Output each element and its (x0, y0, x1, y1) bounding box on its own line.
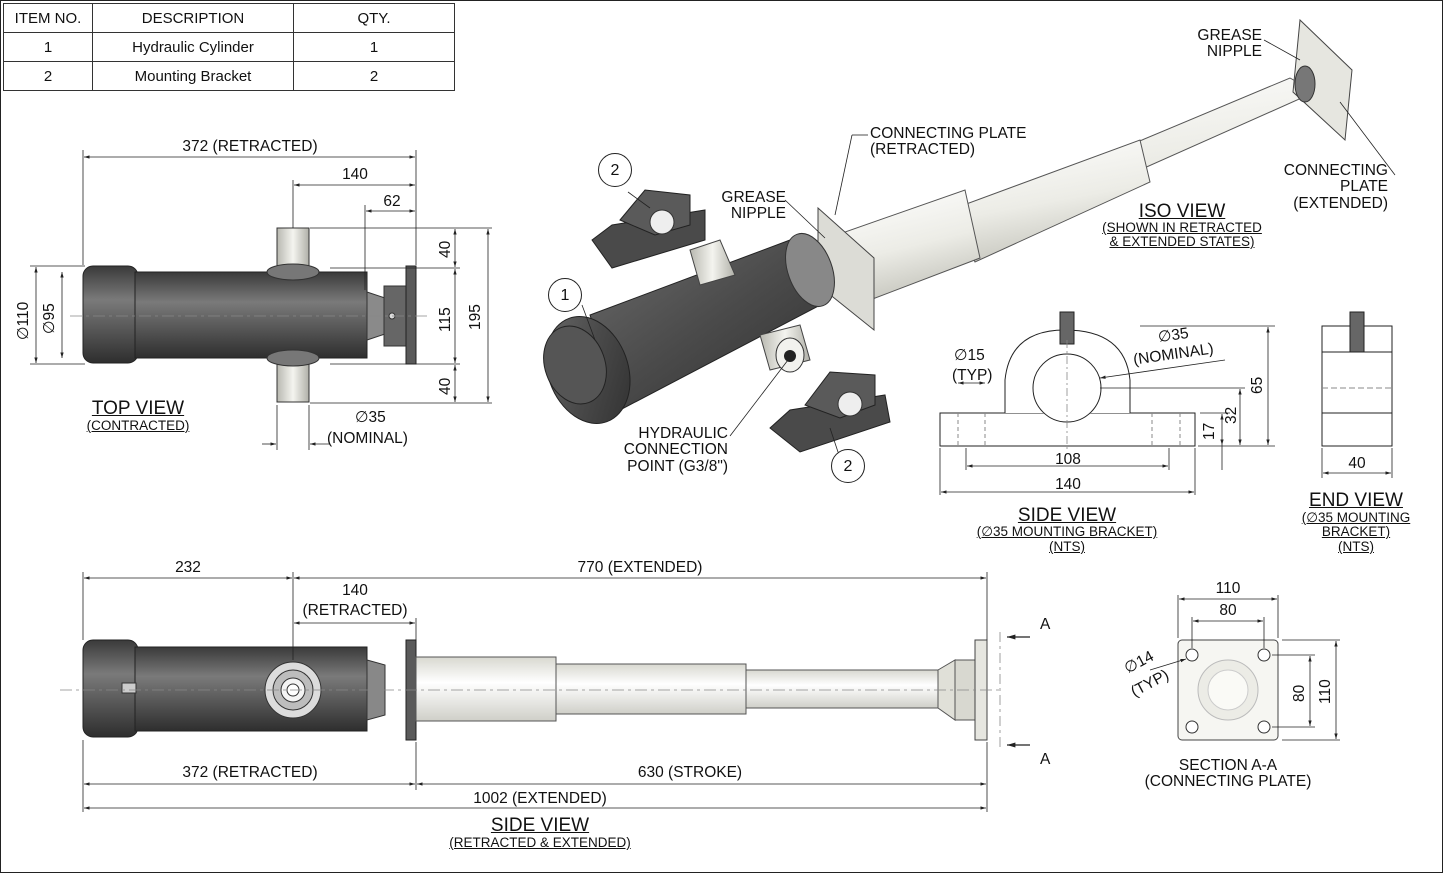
top-dim-lower: 40 (437, 377, 454, 395)
bracket-end-drawing (1321, 311, 1393, 478)
bracket-dim-center-height: 32 (1223, 406, 1240, 424)
bom-description: Hydraulic Cylinder (92, 32, 294, 62)
section-dim-height-inner: 80 (1291, 684, 1308, 702)
top-dim-dia-inner: ∅95 (41, 303, 58, 334)
iso-plate-retracted-line2: (RETRACTED) (870, 141, 976, 158)
top-dim-middle: 115 (437, 307, 454, 332)
iso-hydraulic-line3: POINT (G3/8") (627, 458, 728, 475)
top-dim-pin-dia: ∅35 (355, 409, 386, 426)
iso-plate-extended-line2: PLATE (1340, 178, 1388, 195)
top-dim-upper: 40 (437, 240, 454, 258)
side-dim-retracted: 372 (RETRACTED) (182, 764, 318, 781)
top-dim-overall: 372 (RETRACTED) (182, 138, 318, 155)
iso-grease-mid-line2: NIPPLE (730, 205, 786, 222)
section-title-line1: SECTION A-A (1178, 757, 1278, 774)
bom-description: Mounting Bracket (92, 61, 294, 91)
balloon-item-2: 2 (598, 153, 632, 187)
section-title-line2: (CONNECTING PLATE) (1144, 773, 1312, 790)
side-dim-pin-to-plate-note: (RETRACTED) (302, 602, 408, 619)
bracket-hole-dia: ∅15 (954, 347, 985, 364)
end-view-subtitle-line3: (NTS) (1338, 539, 1374, 554)
top-dim-neck: 62 (383, 193, 401, 210)
iso-view-drawing (543, 18, 1396, 453)
top-dim-pin-note: (NOMINAL) (327, 430, 408, 447)
bracket-dim-base-height: 17 (1201, 422, 1218, 440)
bom-item-no: 1 (3, 32, 93, 62)
bom-header-qty: QTY. (293, 3, 455, 33)
side-dim-stroke: 630 (STROKE) (637, 764, 743, 781)
top-dim-total: 195 (467, 304, 484, 330)
top-view-subtitle: (CONTRACTED) (86, 418, 190, 433)
section-mark-bottom: A (1040, 751, 1051, 768)
top-dim-dia-outer: ∅110 (15, 301, 32, 340)
iso-grease-top-line1: GREASE (1197, 27, 1262, 44)
iso-view-title: ISO VIEW (1138, 201, 1226, 222)
bom-row: 2 Mounting Bracket 2 (3, 61, 455, 91)
top-view-drawing (30, 150, 492, 450)
side-view-title: SIDE VIEW (490, 815, 590, 836)
balloon-item-2: 2 (831, 449, 865, 483)
bom-header-row: ITEM NO. DESCRIPTION QTY. (3, 3, 455, 33)
side-dim-pin-to-plate: 140 (342, 582, 368, 599)
iso-hydraulic-line2: CONNECTION (623, 441, 728, 458)
end-view-subtitle-line1: (∅35 MOUNTING (1301, 510, 1411, 525)
bracket-hole-typ: (TYP) (952, 367, 993, 384)
section-aa-drawing (1149, 595, 1340, 741)
side-dim-extended-total: 1002 (EXTENDED) (473, 790, 607, 807)
bom-qty: 1 (293, 32, 455, 62)
iso-grease-mid-line1: GREASE (721, 189, 786, 206)
bracket-dim-inner: 108 (1055, 451, 1081, 468)
top-dim-pin-to-end: 140 (342, 166, 368, 183)
section-dim-height-outer: 110 (1317, 679, 1334, 704)
bom-row: 1 Hydraulic Cylinder 1 (3, 32, 455, 62)
section-mark-top: A (1040, 616, 1051, 633)
iso-plate-extended-line3: (EXTENDED) (1293, 195, 1388, 212)
section-dim-width-outer: 110 (1215, 580, 1241, 597)
iso-plate-extended-line1: CONNECTING (1283, 162, 1388, 179)
side-view-drawing (60, 572, 1030, 812)
bill-of-materials: ITEM NO. DESCRIPTION QTY. 1 Hydraulic Cy… (3, 3, 455, 91)
iso-plate-retracted-line1: CONNECTING PLATE (870, 125, 1027, 142)
iso-grease-top-line2: NIPPLE (1206, 43, 1262, 60)
balloon-item-1: 1 (548, 278, 582, 312)
bracket-dim-total-height: 65 (1249, 376, 1266, 394)
bracket-side-title: SIDE VIEW (1017, 505, 1117, 526)
bracket-side-subtitle-line1: (∅35 MOUNTING BRACKET) (976, 524, 1158, 539)
end-view-subtitle-line2: BRACKET) (1321, 524, 1391, 539)
side-view-subtitle: (RETRACTED & EXTENDED) (449, 835, 631, 850)
bom-header-description: DESCRIPTION (92, 3, 294, 33)
iso-hydraulic-line1: HYDRAULIC (638, 425, 728, 442)
bracket-dim-outer: 140 (1055, 476, 1081, 493)
section-dim-width-inner: 80 (1219, 602, 1237, 619)
bom-item-no: 2 (3, 61, 93, 91)
bom-header-item: ITEM NO. (3, 3, 93, 33)
iso-view-subtitle-line1: (SHOWN IN RETRACTED (1102, 220, 1262, 235)
bracket-side-subtitle-line2: (NTS) (1049, 539, 1085, 554)
end-view-title: END VIEW (1309, 490, 1403, 511)
bom-qty: 2 (293, 61, 455, 91)
side-dim-to-pin: 232 (175, 559, 201, 576)
side-dim-extended-770: 770 (EXTENDED) (577, 559, 703, 576)
top-view-title: TOP VIEW (91, 398, 185, 419)
end-dim-width: 40 (1348, 455, 1366, 472)
iso-view-subtitle-line2: & EXTENDED STATES) (1109, 234, 1255, 249)
bracket-side-drawing (939, 311, 1275, 495)
